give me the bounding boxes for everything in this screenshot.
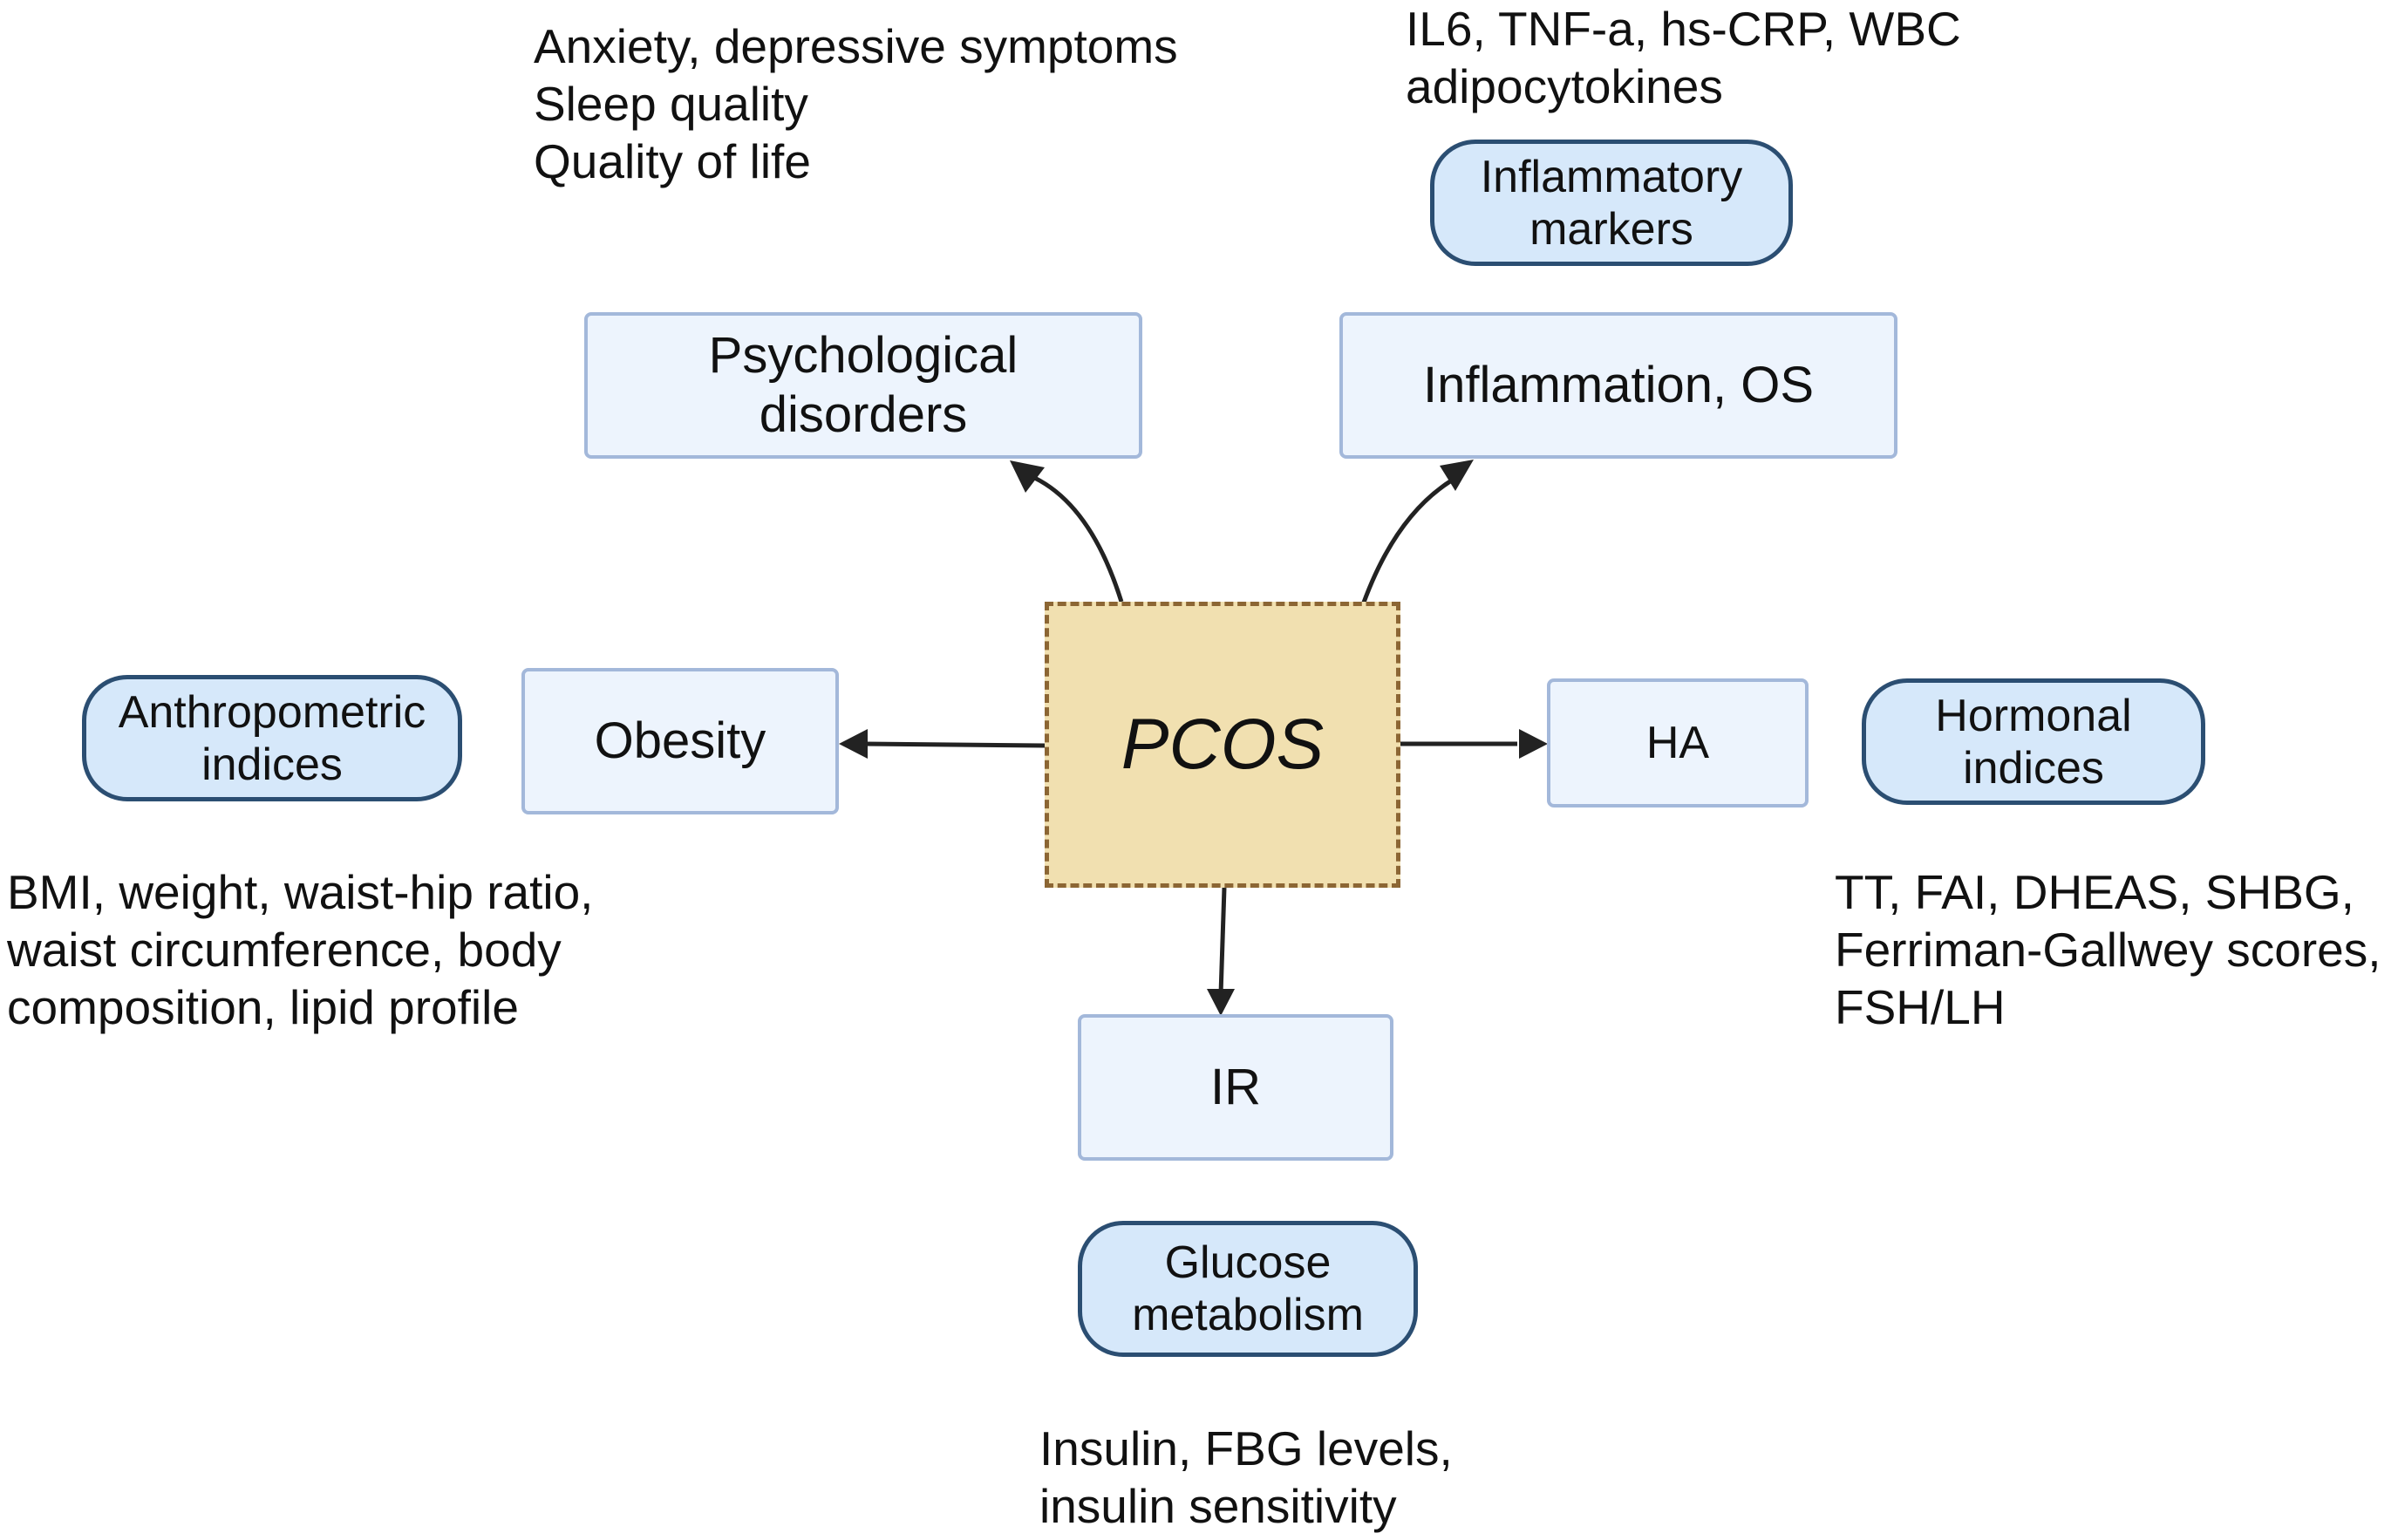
detail-line: Insulin, FBG levels, xyxy=(1039,1421,1453,1475)
detail-line: Quality of life xyxy=(534,134,811,188)
glucose-details: Insulin, FBG levels, insulin sensitivity xyxy=(1039,1420,1453,1535)
arrowhead-ha xyxy=(1519,729,1548,759)
detail-line: insulin sensitivity xyxy=(1039,1479,1397,1533)
hormonal-details: TT, FAI, DHEAS, SHBG, Ferriman-Gallwey s… xyxy=(1835,863,2381,1036)
detail-line: IL6, TNF-a, hs-CRP, WBC xyxy=(1406,2,1961,56)
detail-line: Anxiety, depressive symptoms xyxy=(534,19,1178,73)
arrow-to-psychological xyxy=(1028,473,1124,603)
pill-line: Glucose xyxy=(1164,1237,1332,1288)
obesity-label: Obesity xyxy=(594,712,766,769)
arrowhead-obesity xyxy=(839,729,868,759)
detail-line: composition, lipid profile xyxy=(7,980,519,1034)
anthropometric-indices-pill: Anthropometric indices xyxy=(82,675,462,801)
ir-box: IR xyxy=(1078,1014,1393,1161)
arrow-to-ir xyxy=(1218,887,1227,995)
psychological-details: Anxiety, depressive symptoms Sleep quali… xyxy=(534,17,1178,190)
pill-line: Inflammatory xyxy=(1480,151,1743,202)
detail-line: FSH/LH xyxy=(1835,980,2006,1034)
arrowhead-inflammation xyxy=(1440,460,1474,491)
hormonal-indices-pill: Hormonal indices xyxy=(1862,678,2205,805)
ha-label: HA xyxy=(1645,718,1710,768)
detail-line: Sleep quality xyxy=(534,77,808,131)
arrow-to-inflammation xyxy=(1358,473,1462,613)
pill-line: Hormonal xyxy=(1935,690,2132,741)
pill-line: indices xyxy=(201,739,343,790)
inflammation-os-label: Inflammation, OS xyxy=(1422,357,1815,413)
detail-line: TT, FAI, DHEAS, SHBG, xyxy=(1835,865,2354,919)
pcos-center-box: PCOS xyxy=(1045,602,1400,888)
ir-label: IR xyxy=(1210,1059,1261,1115)
pill-line: metabolism xyxy=(1132,1290,1364,1340)
inflammatory-markers-pill: Inflammatory markers xyxy=(1430,140,1793,266)
anthropometric-details: BMI, weight, waist-hip ratio, waist circ… xyxy=(7,863,593,1036)
detail-line: BMI, weight, waist-hip ratio, xyxy=(7,865,594,919)
obesity-box: Obesity xyxy=(521,668,839,814)
inflammatory-details: IL6, TNF-a, hs-CRP, WBC adipocytokines xyxy=(1406,0,1961,115)
arrowhead-psychological xyxy=(1010,460,1045,493)
glucose-metabolism-pill: Glucose metabolism xyxy=(1078,1221,1418,1357)
pill-line: indices xyxy=(1963,742,2104,794)
pcos-label: PCOS xyxy=(1121,705,1325,784)
psychological-disorders-label: Psychological disorders xyxy=(708,327,1018,443)
pill-line: Anthropometric xyxy=(118,686,426,738)
detail-line: waist circumference, body xyxy=(7,923,562,977)
ha-box: HA xyxy=(1547,678,1809,807)
psychological-disorders-box: Psychological disorders xyxy=(584,312,1142,459)
inflammation-os-box: Inflammation, OS xyxy=(1339,312,1897,459)
pill-line: markers xyxy=(1529,203,1693,255)
arrow-to-obesity xyxy=(862,741,1046,748)
arrowhead-ir xyxy=(1207,989,1235,1016)
detail-line: Ferriman-Gallwey scores, xyxy=(1835,923,2381,977)
detail-line: adipocytokines xyxy=(1406,59,1723,113)
